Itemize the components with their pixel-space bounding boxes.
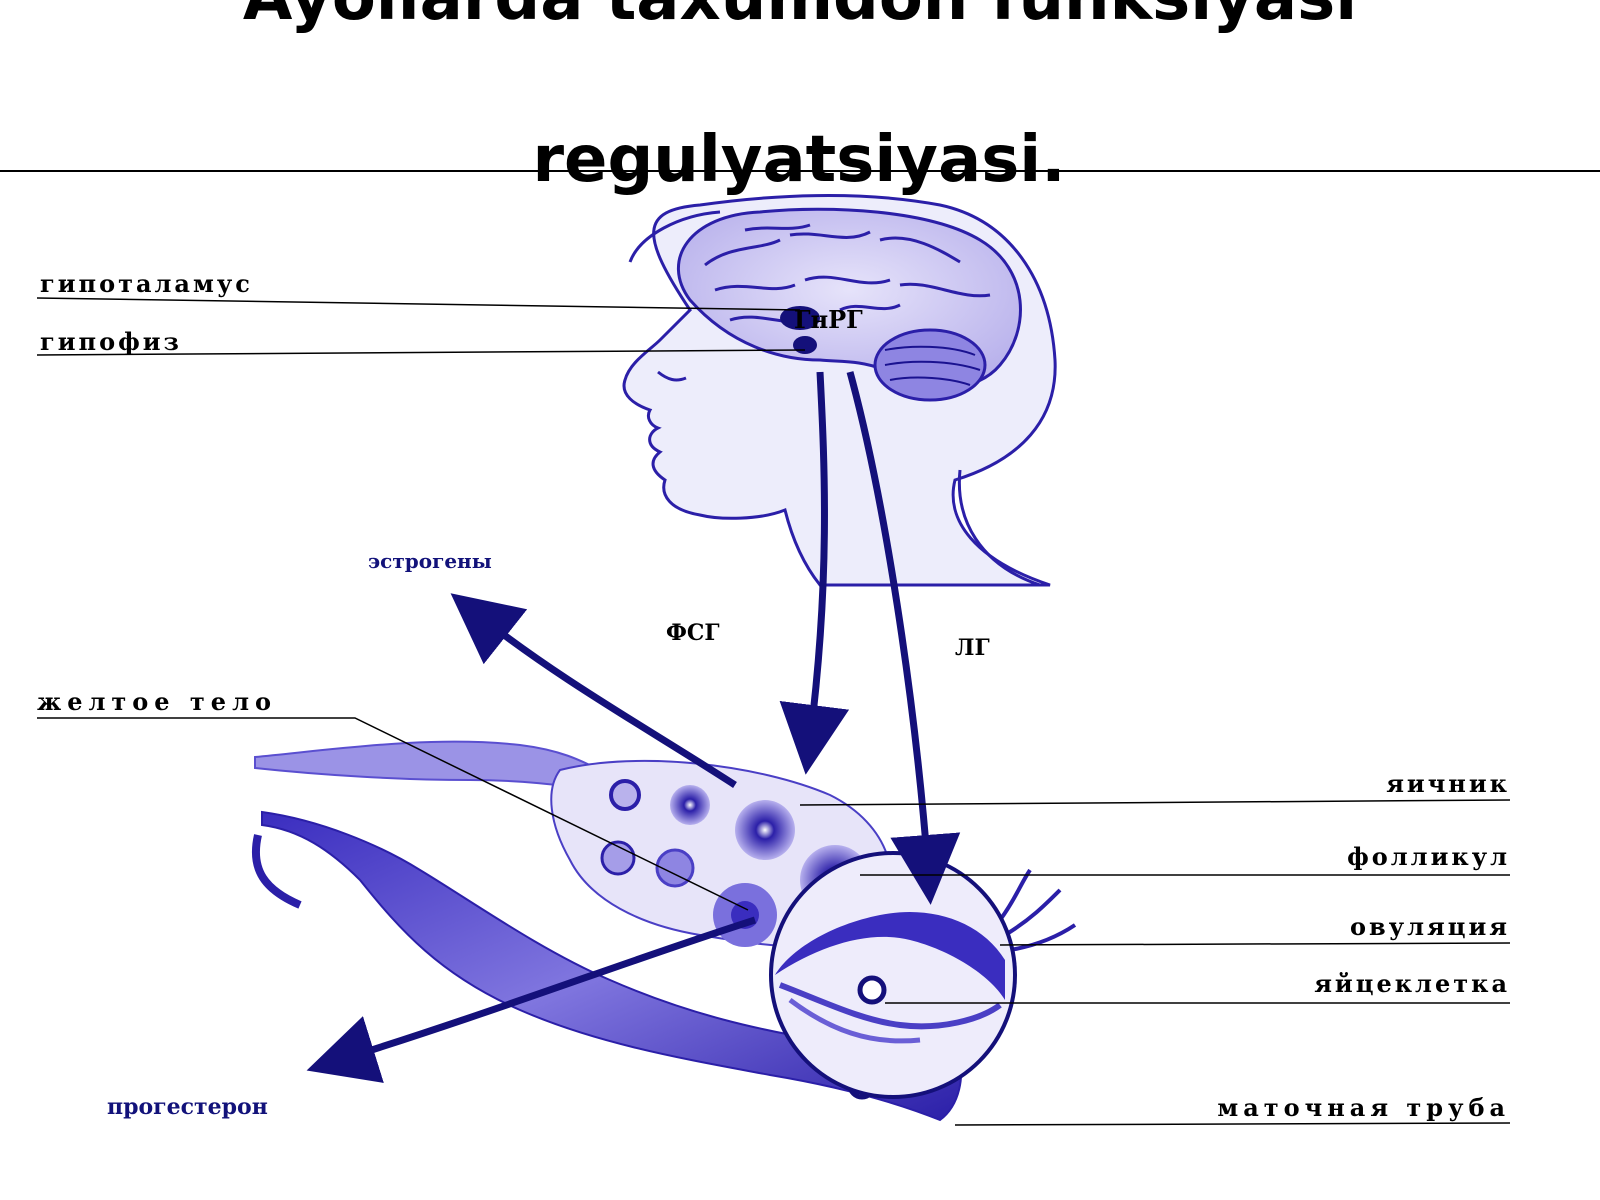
leader-lines (36, 297, 1511, 1126)
ovary-illustration (251, 740, 1077, 1122)
lh-arrow (846, 371, 961, 905)
slide-title-line1: Ayollarda taxumdon funksiyasi (0, 0, 1600, 30)
label-lh: ЛГ (955, 635, 990, 661)
ovulated-egg (857, 975, 887, 1005)
hormone-arrows (306, 371, 961, 1083)
slide-title-line2: regulyatsiyasi. (532, 123, 1066, 197)
label-ovulation: овуляция (1350, 912, 1510, 941)
progesterone-arrow (306, 916, 757, 1083)
label-pituitary: гипофиз (40, 327, 182, 356)
leader-hypothalamus (36, 297, 801, 311)
label-hypothalamus: гипоталамус (40, 269, 253, 298)
label-ovary: яичник (1386, 769, 1510, 798)
ovarian-ligament (254, 740, 602, 792)
label-estrogens: эстрогены (368, 549, 492, 573)
leader-tube (954, 1122, 1511, 1126)
leader-ovulation (999, 942, 1511, 946)
label-fallopian-tube: маточная труба (1217, 1093, 1510, 1122)
hypothalamus-marker (780, 306, 820, 330)
title-divider (0, 170, 1600, 172)
label-egg: яйцеклетка (1314, 969, 1510, 998)
leader-pituitary (36, 349, 806, 356)
label-gnrh: ГнРГ (794, 305, 863, 334)
label-fsh: ФСГ (666, 620, 720, 646)
follicle-2 (670, 785, 710, 825)
pituitary-marker (793, 336, 817, 354)
estrogen-arrow (450, 593, 737, 788)
follicle-3 (735, 800, 795, 860)
label-follicle: фолликул (1347, 842, 1510, 871)
ovulation-circle (769, 851, 1017, 1099)
eye (657, 370, 687, 382)
fallopian-tube-shape (261, 810, 962, 1122)
leader-corpus-luteum (37, 717, 749, 911)
follicle-5 (655, 848, 695, 888)
follicle-1 (609, 779, 641, 811)
label-corpus-luteum: желтое тело (37, 687, 277, 716)
brain (677, 207, 1022, 402)
leader-ovary (799, 799, 1511, 806)
head-illustration (622, 194, 1057, 587)
label-progesterone: прогестерон (107, 1094, 268, 1120)
cerebellum (873, 328, 987, 402)
fsh-arrow (779, 371, 850, 775)
